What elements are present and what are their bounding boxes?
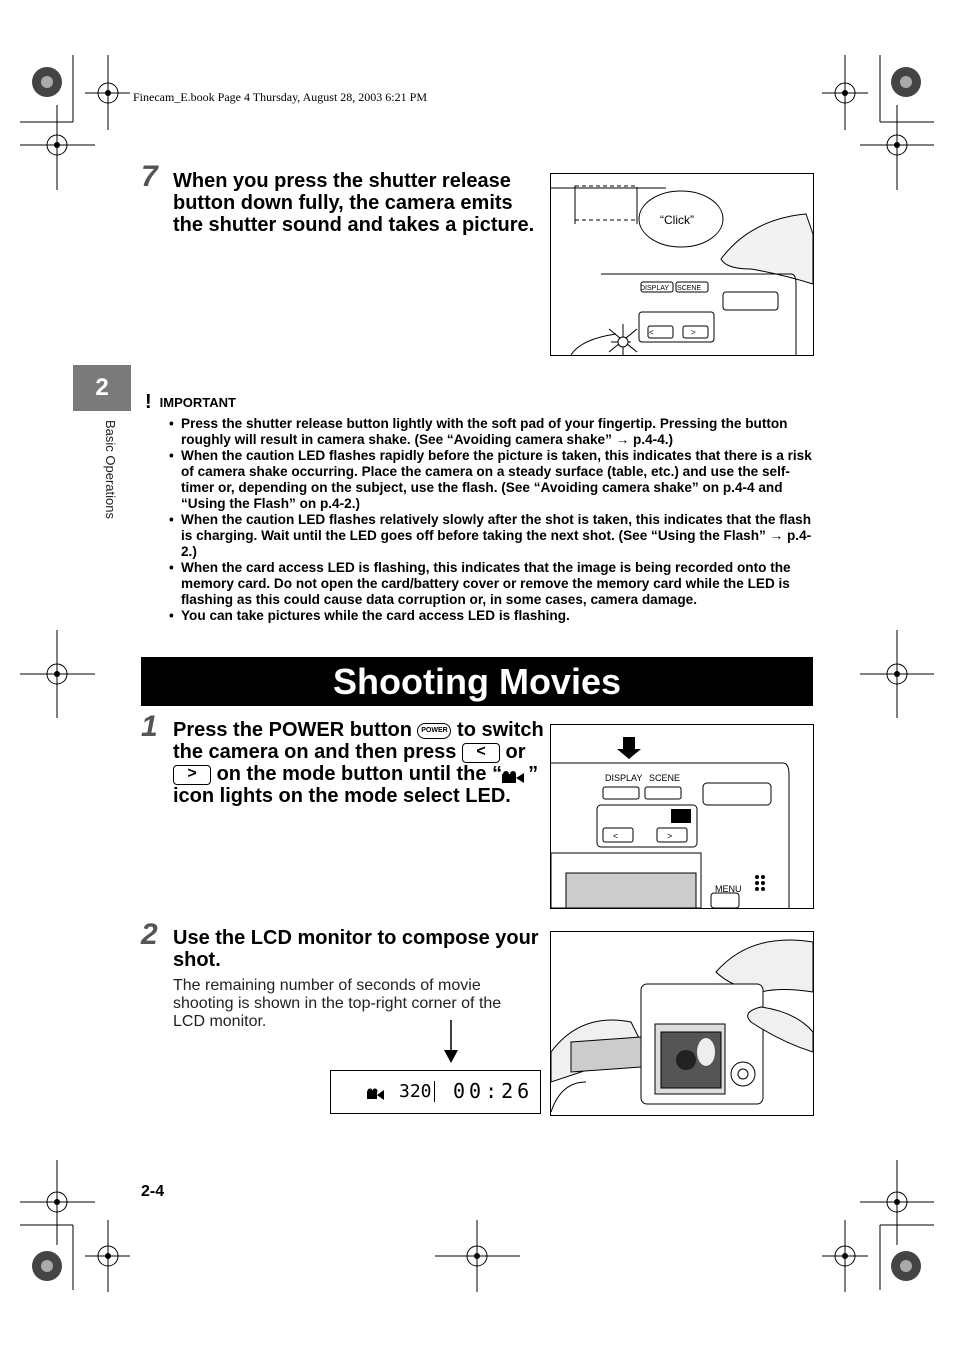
list-item: When the caution LED flashes rapidly bef…	[169, 448, 817, 512]
display-label: DISPLAY	[605, 773, 642, 783]
camera-drawing: DISPLAY SCENE MENU < >	[550, 737, 790, 909]
left-arrow-icon: <	[649, 328, 654, 337]
shutter-illustration: “Click” DISPLAY SCENE < >	[550, 173, 814, 356]
click-label: “Click”	[660, 213, 694, 227]
right-arrow-icon: >	[691, 328, 696, 337]
display-label: DISPLAY	[640, 285, 669, 292]
section-title: Shooting Movies	[141, 657, 813, 706]
menu-label: MENU	[715, 884, 742, 894]
right-key-icon: >	[173, 764, 211, 785]
important-heading: ! IMPORTANT	[145, 391, 236, 413]
resolution-value: 320	[399, 1081, 435, 1102]
exclamation-icon: !	[145, 391, 152, 413]
mode-button-illustration: DISPLAY SCENE MENU < >	[550, 724, 814, 909]
left-arrow-icon: <	[613, 831, 618, 841]
important-list: Press the shutter release button lightly…	[169, 416, 817, 624]
scene-label: SCENE	[677, 285, 701, 292]
time-remaining: 00:26	[453, 1079, 534, 1103]
step-number: 1	[141, 710, 158, 743]
step-number: 2	[141, 918, 158, 951]
scene-label: SCENE	[649, 773, 680, 783]
list-item: When the caution LED flashes relatively …	[169, 512, 817, 560]
step-text: Press the POWER button POWER to switch t…	[173, 719, 544, 807]
step-text: Use the LCD monitor to compose your shot…	[173, 927, 539, 971]
step-text: When you press the shutter release butto…	[173, 170, 535, 236]
movie-camera-icon	[502, 768, 528, 783]
lcd-compose-illustration	[550, 931, 814, 1116]
left-key-icon: <	[461, 742, 500, 763]
chapter-side-label: Basic Operations	[103, 420, 118, 519]
shutter-drawing: “Click” DISPLAY SCENE < >	[551, 185, 814, 356]
hands-camera-drawing	[550, 939, 814, 1113]
page-number: 2-4	[141, 1183, 165, 1200]
important-block: ! IMPORTANT Press the shutter release bu…	[145, 392, 817, 624]
down-arrow-icon	[444, 1020, 458, 1063]
movie-camera-icon	[367, 1085, 385, 1104]
step-number: 7	[141, 160, 158, 193]
list-item: When the card access LED is flashing, th…	[169, 560, 817, 608]
power-icon: POWER	[417, 722, 452, 739]
list-item: Press the shutter release button lightly…	[169, 416, 817, 448]
lcd-readout: 320 00:26	[330, 1070, 541, 1114]
step-body: The remaining number of seconds of movie…	[173, 977, 502, 1030]
list-item: You can take pictures while the card acc…	[169, 608, 817, 624]
right-arrow-icon: >	[667, 831, 672, 841]
chapter-tab: 2	[73, 365, 131, 411]
file-header: Finecam_E.book Page 4 Thursday, August 2…	[133, 90, 427, 104]
